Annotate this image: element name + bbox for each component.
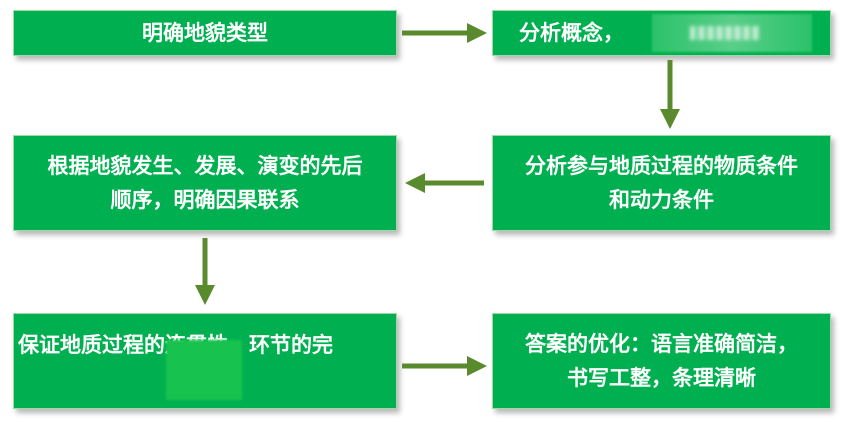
flow-step-3-box: 分析参与地质过程的物质条件 和动力条件 xyxy=(492,135,831,231)
flow-step-3-text: 分析参与地质过程的物质条件 和动力条件 xyxy=(525,154,798,212)
flow-step-2-text: 分析概念， xyxy=(519,21,624,45)
flow-step-4-box: 根据地貌发生、发展、演变的先后 顺序，明确因果联系 xyxy=(13,135,397,231)
flow-step-1-text: 明确地貌类型 xyxy=(142,21,268,45)
flow-step-6-box: 答案的优化：语言准确简洁， 书写工整，条理清晰 xyxy=(492,313,831,409)
flow-step-4-text: 根据地貌发生、发展、演变的先后 顺序，明确因果联系 xyxy=(47,154,363,212)
flow-step-1-box: 明确地貌类型 xyxy=(13,10,397,56)
blurred-text-region xyxy=(652,14,812,52)
blurred-text-fuzz xyxy=(690,26,760,40)
flow-step-6-text: 答案的优化：语言准确简洁， 书写工整，条理清晰 xyxy=(525,332,798,390)
obscured-text-region xyxy=(166,340,242,400)
